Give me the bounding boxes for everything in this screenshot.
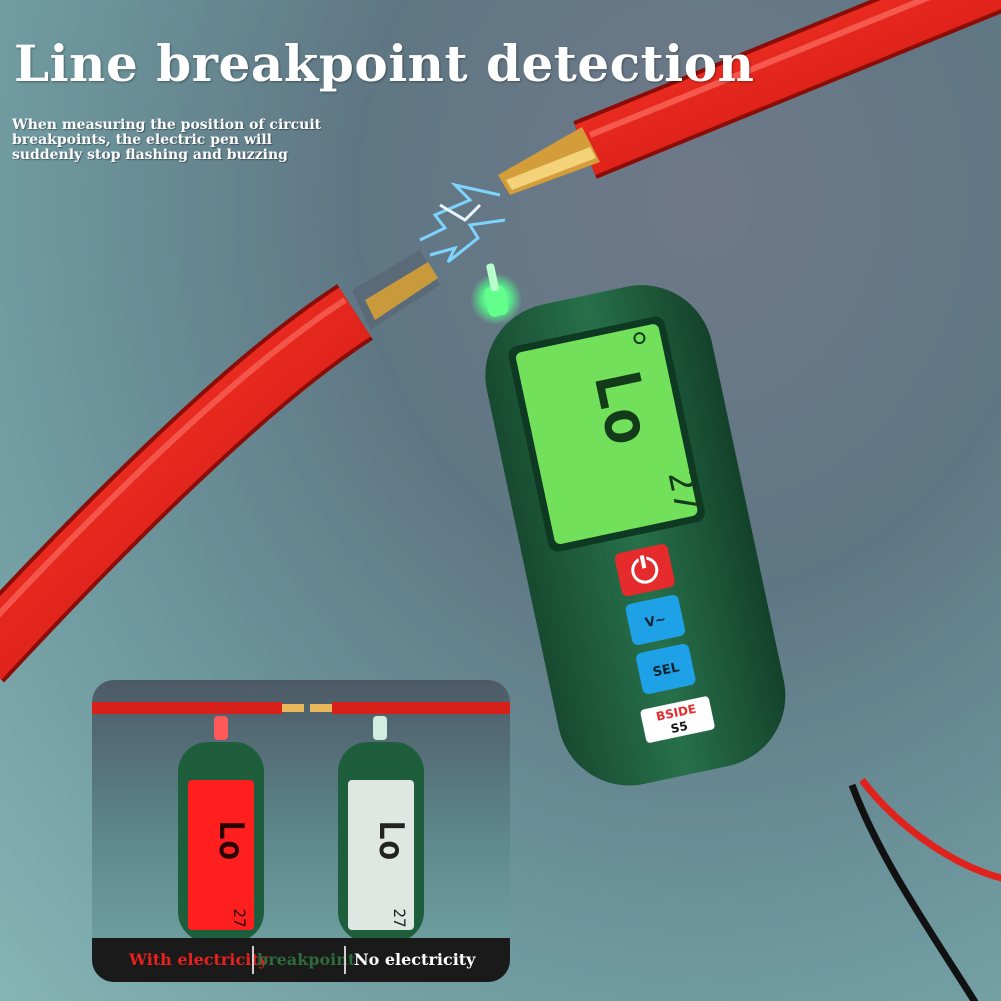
divider [344,946,346,974]
lcd-temp-reading: 27 [659,467,707,515]
svg-text:27: 27 [230,908,249,927]
lcd-screen [516,324,698,544]
test-leads [848,777,1001,1001]
svg-text:SEL: SEL [652,660,681,680]
comparison-panel: Lo 27 Lo 27 With electricity breakpoint … [92,680,510,982]
label-breakpoint: breakpoint [257,950,356,969]
svg-text:27: 27 [390,908,409,927]
lcd-main-reading: Lo [579,363,666,451]
brand-label [640,696,715,743]
svg-text:Lo: Lo [371,820,411,861]
description-text: When measuring the position of circuit b… [12,117,322,163]
select-button [636,643,696,694]
model-text: S5 [669,719,689,736]
inset-wire-left [92,702,282,714]
comparison-caption-bar: With electricity breakpoint No electrici… [92,938,510,982]
svg-text:Lo: Lo [211,820,251,861]
inset-wire-right [332,702,510,714]
svg-text:V~: V~ [644,612,668,631]
comparison-illustration: Lo 27 Lo 27 [92,702,510,942]
wire-left [0,250,440,683]
lcd-power-icon [633,332,646,345]
pen-no-electricity: Lo 27 [338,716,424,942]
voltage-alert-button [625,594,686,646]
power-button [614,544,675,597]
wire-upper [498,0,1001,195]
spark-icon [419,182,506,264]
page-title: Line breakpoint detection [14,34,755,93]
label-with-electricity: With electricity [129,950,268,969]
divider [252,946,254,974]
voltage-tester-pen: Lo 27 V~ SEL BSIDE S5 [470,263,786,786]
label-no-electricity: No electricity [354,950,476,969]
pen-with-electricity: Lo 27 [178,716,264,942]
